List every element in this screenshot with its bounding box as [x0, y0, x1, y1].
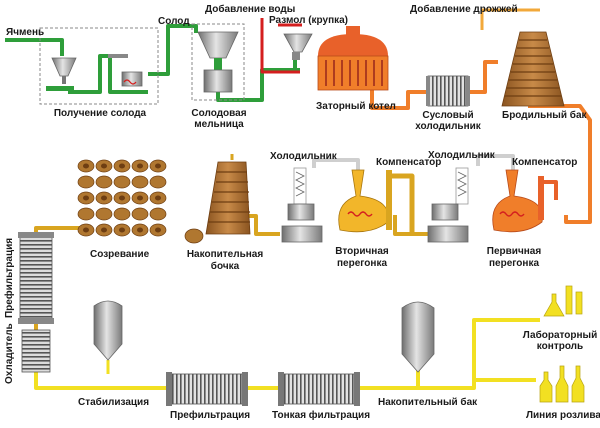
- wort-cooler: [426, 75, 470, 107]
- storage-tank: [401, 301, 435, 373]
- label-water-add: Добавление воды: [205, 4, 296, 15]
- grind-hopper: [283, 33, 313, 60]
- label-prefiltration-vertical: Префильтрация: [4, 237, 15, 318]
- bottles: [539, 365, 585, 403]
- label-mill-1: Солодовая: [191, 108, 247, 119]
- fine-filter: [278, 372, 360, 406]
- malting-unit: [39, 27, 159, 105]
- label-malt: Солод: [158, 16, 190, 27]
- label-mash-tun: Заторный котел: [316, 101, 396, 112]
- label-prefiltration: Префильтрация: [170, 410, 251, 421]
- label-storage-cask-1: Накопительная: [186, 249, 264, 260]
- label-fermenter: Бродильный бак: [502, 110, 587, 121]
- label-lab-2: контроль: [536, 341, 584, 352]
- mash-tun: [317, 26, 389, 91]
- label-primary-1: Первичная: [486, 246, 542, 257]
- malt-mill: [191, 23, 245, 101]
- label-secondary-2: перегонка: [336, 258, 388, 269]
- prefilter-horizontal: [166, 372, 248, 406]
- label-wort-cooler-2: холодильник: [415, 121, 481, 132]
- label-barley: Ячмень: [6, 27, 45, 38]
- primary-still: [492, 169, 544, 233]
- wort-pipes: [370, 8, 592, 224]
- prefilter-vertical-unit: [18, 232, 54, 324]
- fermentation-tank: [501, 31, 565, 107]
- label-mill-2: мельница: [194, 119, 244, 130]
- label-maturation: Созревание: [90, 249, 150, 260]
- label-yeast-add: Добавление дрожжей: [410, 4, 518, 15]
- label-grind: Размол (крупка): [269, 15, 349, 26]
- label-storage-cask-2: бочка: [210, 261, 240, 272]
- chiller-unit: [21, 329, 51, 373]
- malting-pipes: [5, 18, 302, 102]
- storage-cask: [184, 161, 251, 244]
- label-primary-2: перегонка: [488, 258, 540, 269]
- cooler-2: [427, 167, 469, 243]
- filtration-pipes: [34, 318, 540, 390]
- cooler-1: [281, 167, 323, 243]
- lab-flasks: [543, 285, 583, 317]
- label-malting: Получение солода: [53, 108, 147, 119]
- maturation-barrels: [77, 159, 167, 237]
- label-bottling: Линия розлива: [526, 410, 600, 421]
- label-wort-cooler-1: Сусловый: [422, 110, 474, 121]
- label-cooler-2: Холодильник: [428, 150, 495, 161]
- label-compensator-1: Компенсатор: [376, 157, 442, 168]
- label-secondary-1: Вторичная: [335, 246, 389, 257]
- label-chiller-vertical: Охладитель: [4, 323, 15, 384]
- secondary-still: [338, 169, 392, 233]
- label-stabilization: Стабилизация: [78, 397, 150, 408]
- label-storage-tank: Накопительный бак: [378, 397, 478, 408]
- label-cooler-1: Холодильник: [270, 151, 337, 162]
- label-fine-filtration: Тонкая фильтрация: [272, 410, 371, 421]
- label-lab-1: Лабораторный: [522, 330, 598, 341]
- label-compensator-2: Компенсатор: [512, 157, 578, 168]
- stabilization-tank: [93, 300, 123, 361]
